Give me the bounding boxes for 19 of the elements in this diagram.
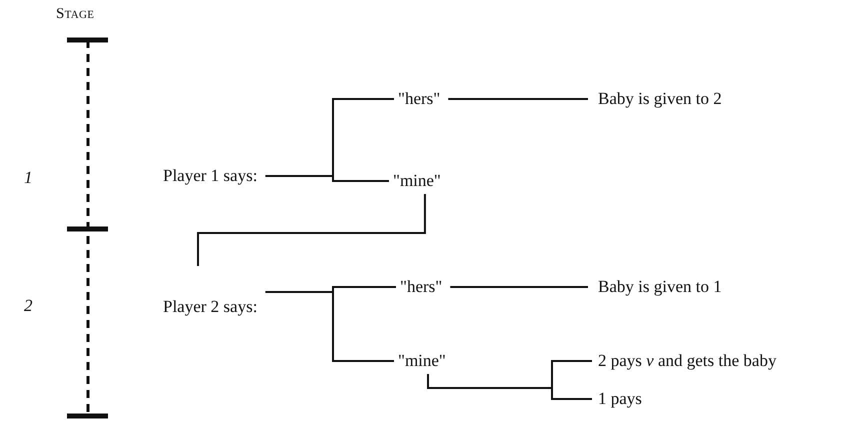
connector-line <box>265 175 389 182</box>
node-text: "mine" <box>398 350 446 372</box>
node-text: 2 pays v and gets the baby <box>598 350 776 372</box>
connector-line <box>197 194 426 266</box>
node-text: "hers" <box>400 276 442 298</box>
node-text: Baby is given to 1 <box>598 276 722 298</box>
connector-line <box>427 374 592 400</box>
connector-line <box>265 291 394 362</box>
stage-number: 1 <box>24 167 32 189</box>
node-text: "mine" <box>393 170 441 192</box>
axis-title: Stage <box>56 6 94 23</box>
connector-line <box>450 286 588 288</box>
connector-line <box>448 98 588 100</box>
stage-number: 2 <box>24 295 32 317</box>
node-text: 1 pays <box>598 388 642 410</box>
node-text: Player 1 says: <box>163 165 258 187</box>
node-text: Player 2 says: <box>163 266 258 318</box>
node-text: Baby is given to 2 <box>598 88 722 110</box>
node-text: "hers" <box>398 88 440 110</box>
